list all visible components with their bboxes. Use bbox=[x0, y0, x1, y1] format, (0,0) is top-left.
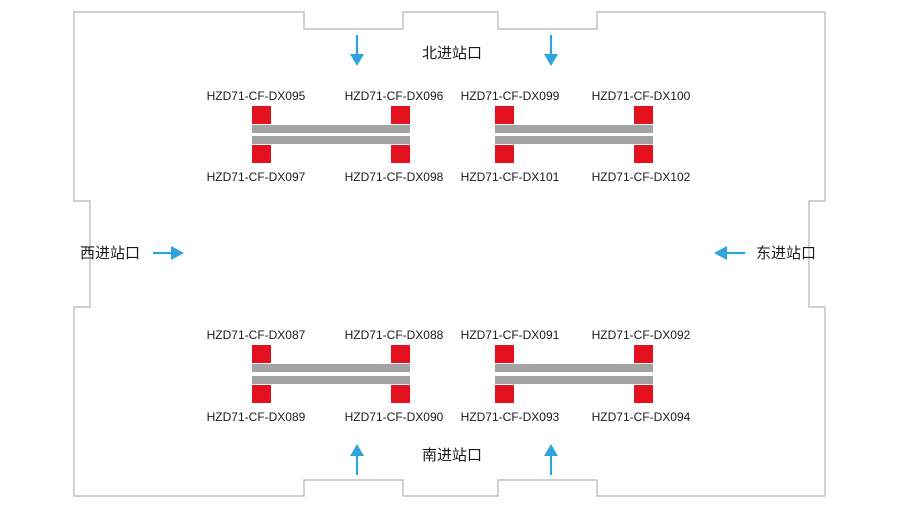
gate-post bbox=[495, 106, 514, 124]
gate-assembly-top-left bbox=[252, 106, 410, 163]
gate-post bbox=[634, 106, 653, 124]
device-label: HZD71-CF-DX092 bbox=[592, 328, 691, 342]
gate-post bbox=[495, 345, 514, 363]
east-entrance-label: 东进站口 bbox=[756, 244, 816, 262]
south-entrance-arrow-left bbox=[350, 444, 364, 475]
device-label: HZD71-CF-DX095 bbox=[207, 89, 306, 103]
gate-post bbox=[252, 345, 271, 363]
west-entrance-arrow bbox=[153, 246, 184, 260]
gate-bar bbox=[495, 364, 653, 372]
gate-bar bbox=[495, 376, 653, 384]
gate-bar bbox=[495, 125, 653, 133]
device-label: HZD71-CF-DX102 bbox=[592, 170, 691, 184]
gate-assembly-top-right bbox=[495, 106, 653, 163]
gate-assembly-bottom-right bbox=[495, 345, 653, 403]
gate-post bbox=[634, 385, 653, 403]
device-label: HZD71-CF-DX099 bbox=[461, 89, 560, 103]
gate-bar bbox=[252, 376, 410, 384]
device-label: HZD71-CF-DX097 bbox=[207, 170, 306, 184]
gate-post bbox=[252, 106, 271, 124]
gate-bar bbox=[252, 364, 410, 372]
gate-post bbox=[391, 145, 410, 163]
device-label: HZD71-CF-DX096 bbox=[345, 89, 444, 103]
gate-post bbox=[495, 385, 514, 403]
device-label: HZD71-CF-DX100 bbox=[592, 89, 691, 103]
device-label: HZD71-CF-DX087 bbox=[207, 328, 306, 342]
gate-post bbox=[391, 106, 410, 124]
north-entrance-arrow-left bbox=[350, 35, 364, 66]
south-entrance-label: 南进站口 bbox=[422, 446, 482, 464]
device-label: HZD71-CF-DX088 bbox=[345, 328, 444, 342]
device-label: HZD71-CF-DX093 bbox=[461, 410, 560, 424]
gate-post bbox=[634, 345, 653, 363]
station-outline bbox=[73, 11, 826, 497]
gate-bar bbox=[252, 125, 410, 133]
north-entrance-label: 北进站口 bbox=[422, 44, 482, 62]
gate-post bbox=[391, 385, 410, 403]
west-entrance-label: 西进站口 bbox=[80, 244, 140, 262]
gate-post bbox=[252, 385, 271, 403]
device-label: HZD71-CF-DX101 bbox=[461, 170, 560, 184]
north-entrance-arrow-right bbox=[544, 35, 558, 66]
east-entrance-arrow bbox=[714, 246, 745, 260]
gate-post bbox=[252, 145, 271, 163]
gate-bar bbox=[495, 136, 653, 144]
device-label: HZD71-CF-DX090 bbox=[345, 410, 444, 424]
device-label: HZD71-CF-DX094 bbox=[592, 410, 691, 424]
device-label: HZD71-CF-DX098 bbox=[345, 170, 444, 184]
south-entrance-arrow-right bbox=[544, 444, 558, 475]
gate-assembly-bottom-left bbox=[252, 345, 410, 403]
device-label: HZD71-CF-DX089 bbox=[207, 410, 306, 424]
gate-post bbox=[495, 145, 514, 163]
gate-bar bbox=[252, 136, 410, 144]
device-label: HZD71-CF-DX091 bbox=[461, 328, 560, 342]
gate-post bbox=[634, 145, 653, 163]
gate-post bbox=[391, 345, 410, 363]
